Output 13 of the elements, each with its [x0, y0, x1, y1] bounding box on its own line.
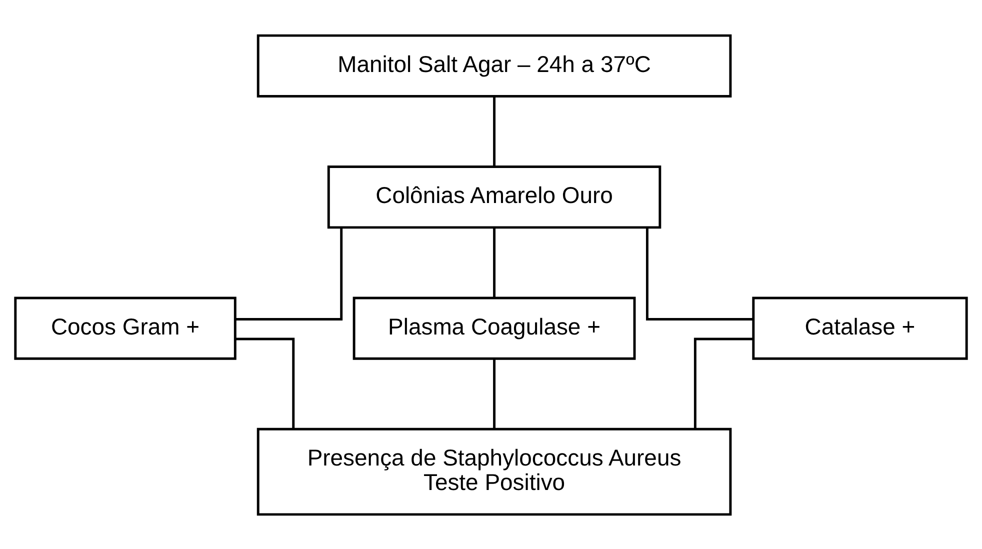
connector: [694, 337, 754, 429]
connector: [493, 227, 496, 298]
node-box: Colônias Amarelo Ouro: [327, 165, 662, 228]
connector: [236, 337, 295, 429]
connector: [493, 96, 496, 166]
connector: [493, 358, 496, 428]
node-box: Presença de Staphylococcus Aureus Teste Positivo: [256, 427, 732, 516]
connector: [646, 227, 753, 320]
node-box: Cocos Gram +: [14, 296, 236, 360]
node-box: Catalase +: [752, 296, 968, 360]
node-box: Plasma Coagulase +: [352, 296, 636, 360]
connector: [235, 227, 343, 320]
node-box: Manitol Salt Agar – 24h a 37ºC: [256, 34, 732, 97]
